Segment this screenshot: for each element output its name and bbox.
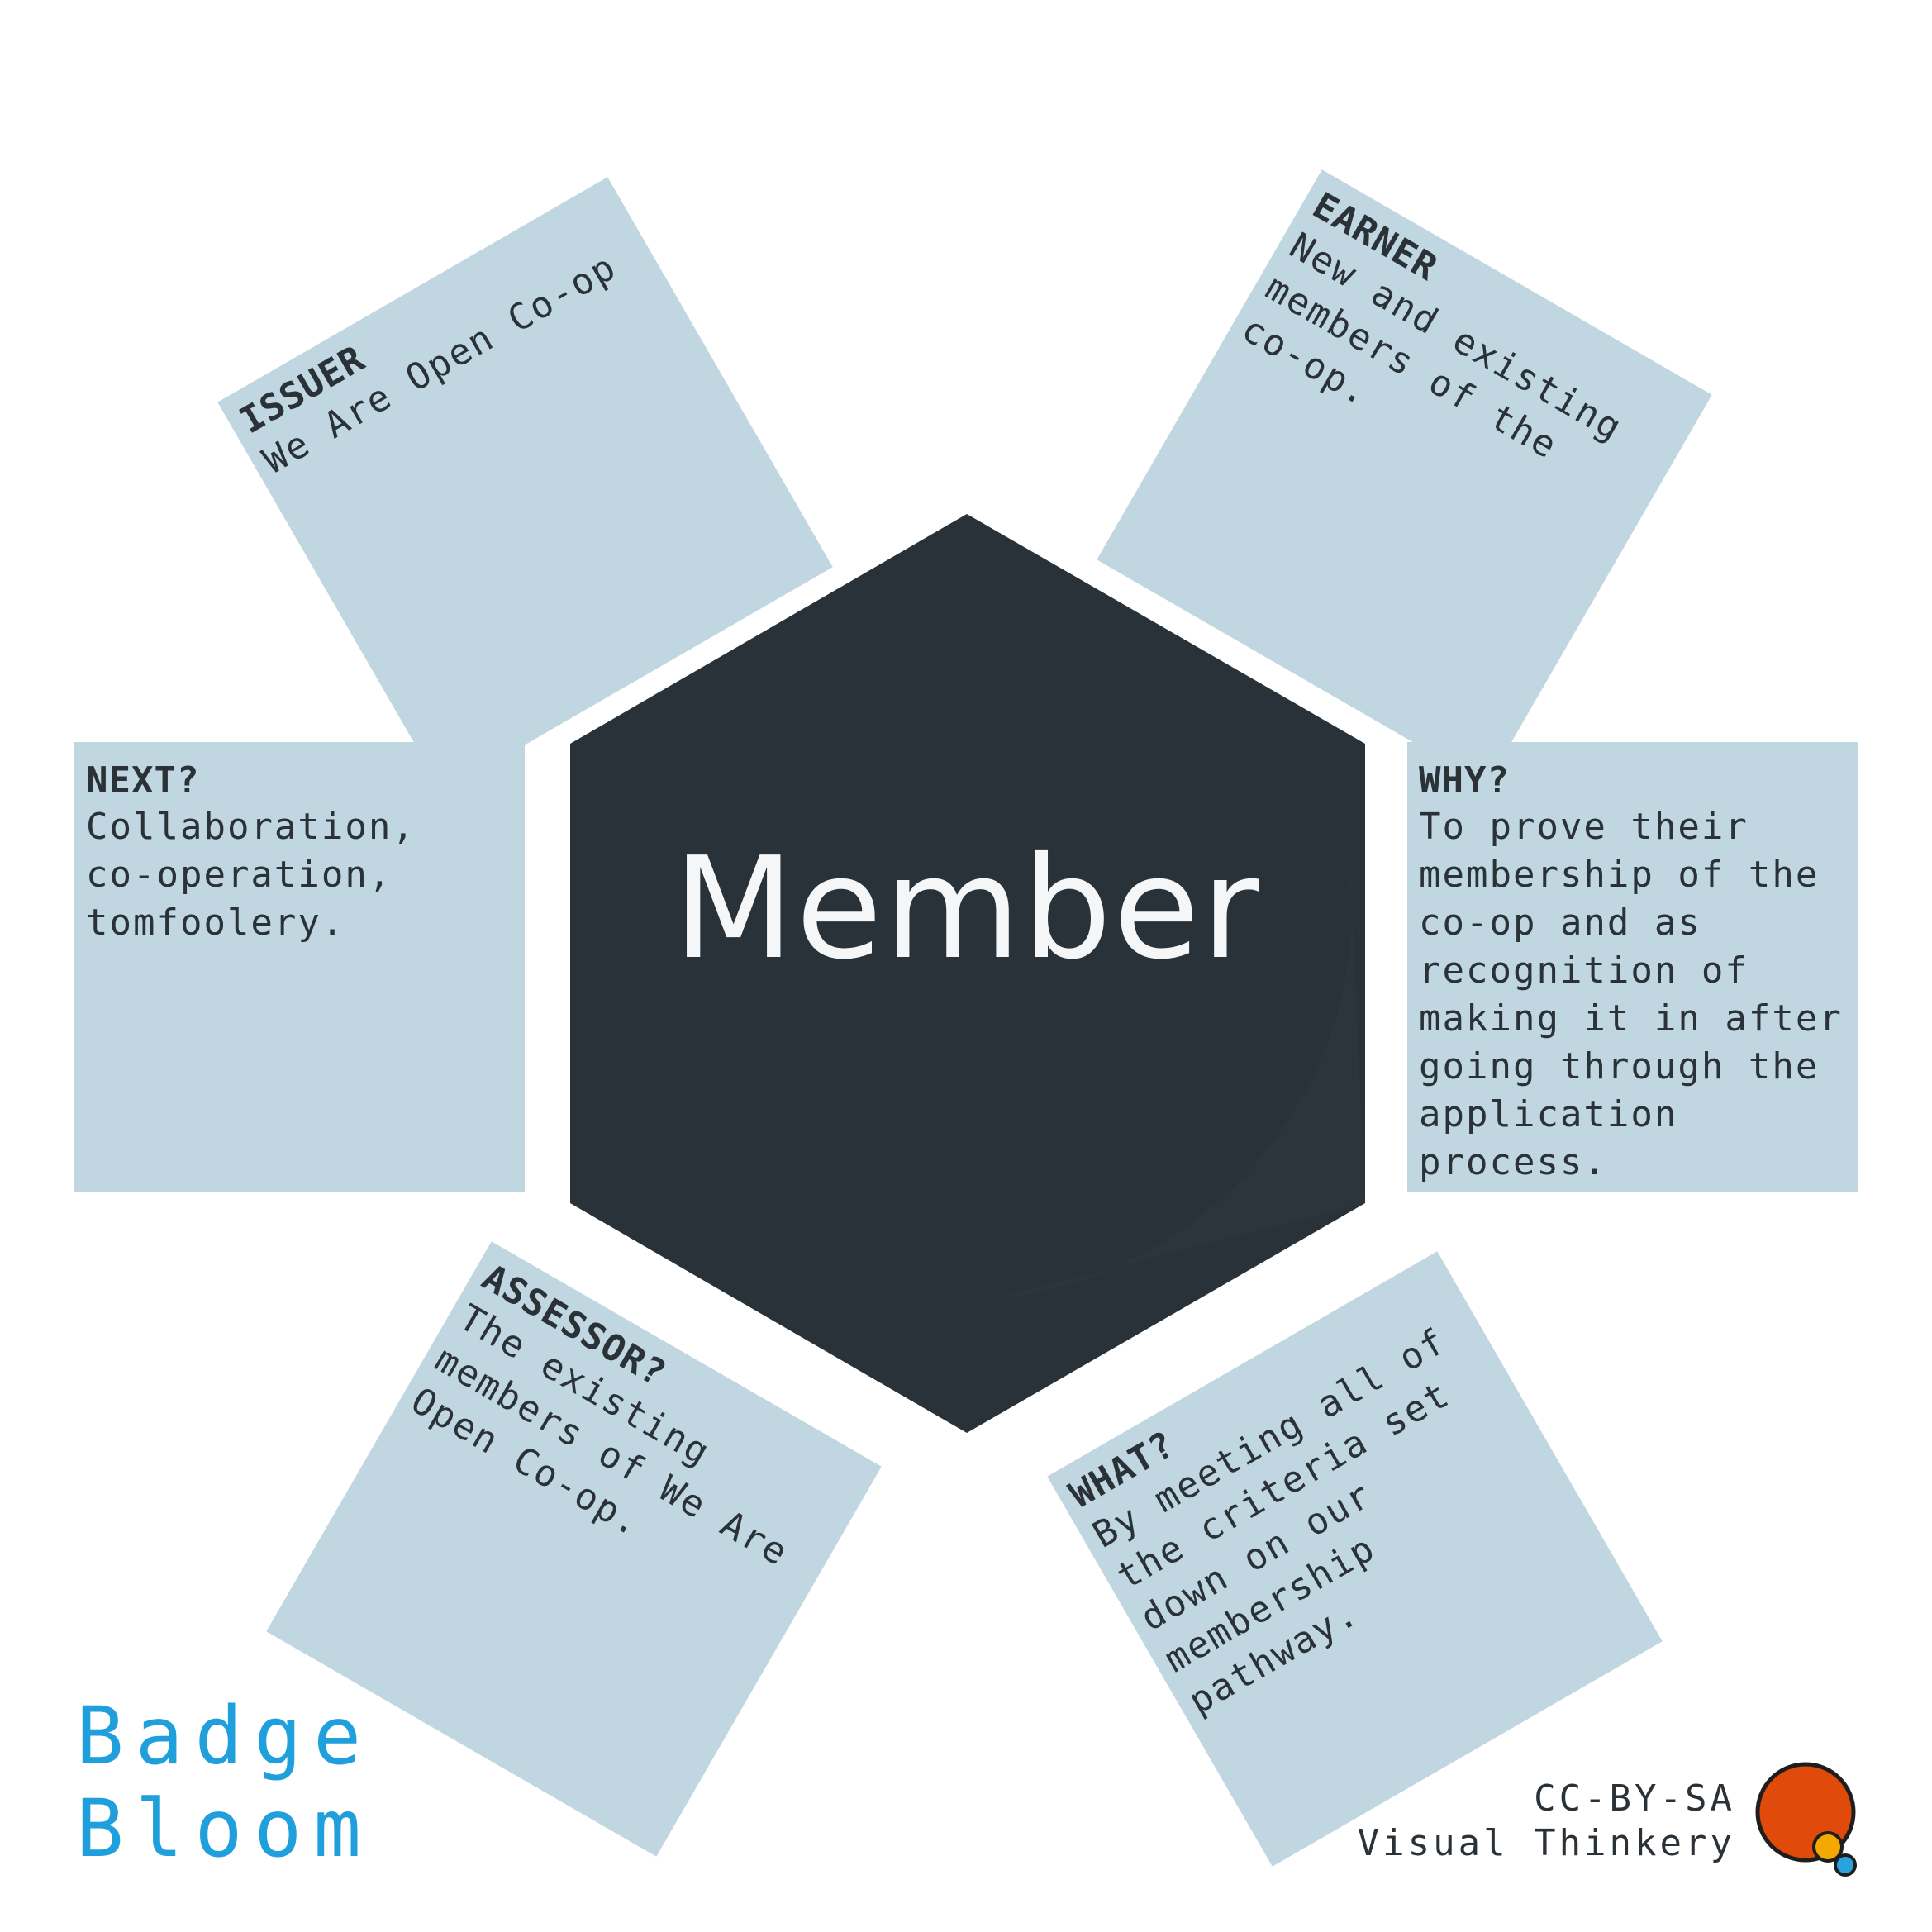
visual-thinkery-logo-icon bbox=[1755, 1762, 1857, 1877]
brand-wordmark: Badge Bloom bbox=[76, 1690, 407, 1875]
why-card: WHY? To prove their membership of the co… bbox=[1407, 742, 1858, 1192]
license-text: CC-BY-SA bbox=[1534, 1777, 1735, 1820]
next-card: NEXT? Collaboration, co-operation, tomfo… bbox=[74, 742, 525, 1192]
brand-line-2: Bloom bbox=[76, 1782, 373, 1875]
credit: CC-BY-SA Visual Thinkery bbox=[1306, 1777, 1735, 1866]
center-title: Member bbox=[673, 827, 1261, 991]
why-body: To prove their membership of the co-op a… bbox=[1419, 806, 1843, 1183]
next-body: Collaboration, co-operation, tomfoolery. bbox=[86, 806, 416, 944]
author-text: Visual Thinkery bbox=[1357, 1822, 1735, 1864]
next-title: NEXT? bbox=[86, 759, 200, 802]
why-title: WHY? bbox=[1419, 759, 1510, 802]
brand-line-1: Badge bbox=[76, 1690, 373, 1782]
